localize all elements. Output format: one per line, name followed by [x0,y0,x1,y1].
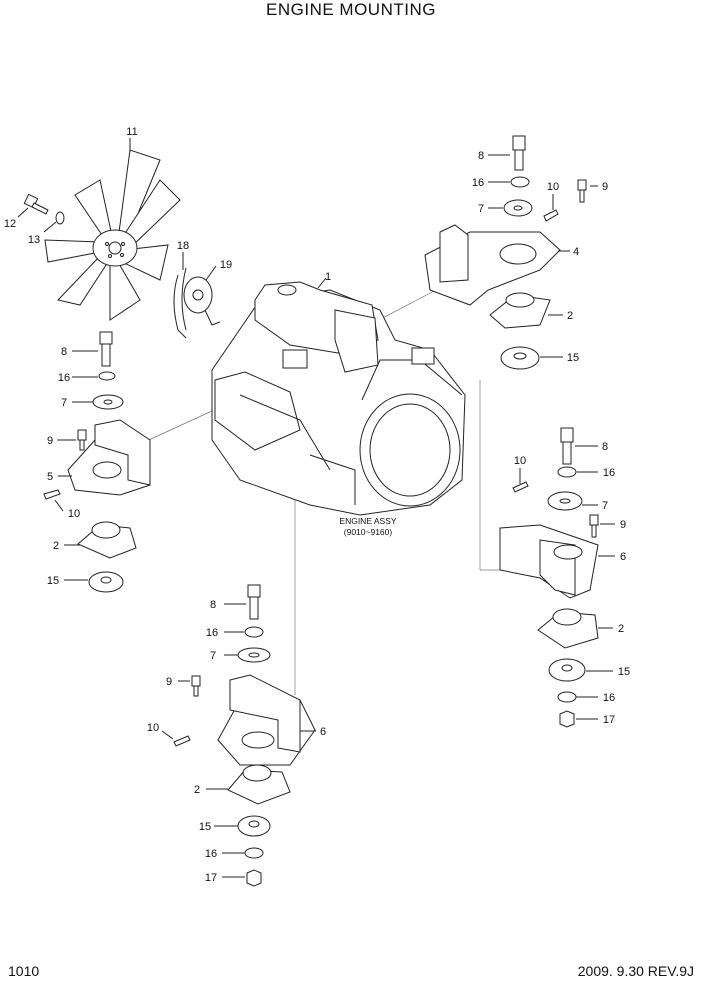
callout-10-lr: 10 [514,455,526,467]
callout-10-ur: 10 [547,181,559,193]
fan-bolt [17,193,49,218]
callout-2-l: 2 [53,540,59,552]
leader-lines [139,279,505,695]
callout-16-lr2: 16 [603,692,615,704]
fan-washer [43,211,65,233]
callout-7-lr: 7 [602,500,608,512]
left-mount [43,331,151,593]
belt-pulley [173,252,221,339]
callout-16-b2: 16 [205,848,217,860]
engine-assy-range: (9010~9160) [344,527,393,537]
callout-10-l: 10 [68,508,80,520]
callout-6-b: 6 [320,726,326,738]
callout-16-b: 16 [206,627,218,639]
callout-6-lr: 6 [620,551,626,563]
callout-15-ur: 15 [567,352,579,364]
callout-12: 12 [4,218,16,230]
callout-7-b: 7 [210,650,216,662]
callout-15-b: 15 [199,821,211,833]
callout-8-ur: 8 [478,150,484,162]
lower-right-mount [499,427,615,728]
callout-18: 18 [177,240,189,252]
page-number: 1010 [8,963,40,979]
callout-10-b: 10 [147,722,159,734]
callout-11: 11 [126,126,137,138]
callout-15-lr: 15 [618,666,630,678]
callout-15-l: 15 [47,575,59,587]
callout-2-ur: 2 [567,310,573,322]
callout-17-b: 17 [205,872,217,884]
callout-5: 5 [47,471,53,483]
callout-9-b: 9 [166,676,172,688]
callout-17-lr: 17 [603,714,615,726]
callout-9-lr: 9 [620,519,626,531]
callout-13: 13 [28,234,40,246]
callout-7-l: 7 [61,397,67,409]
callout-19: 19 [220,259,232,271]
callout-1: 1 [325,271,331,283]
callout-9-l: 9 [47,435,53,447]
callout-16-lr: 16 [603,467,615,479]
callout-7-ur: 7 [478,203,484,215]
callout-16-l: 16 [58,372,70,384]
page-title: ENGINE MOUNTING [266,0,436,19]
revision-date: 2009. 9.30 REV.9J [577,963,694,979]
callout-9-ur: 9 [602,181,608,193]
cooling-fan [44,138,181,321]
callout-8-b: 8 [210,599,216,611]
callout-8-lr: 8 [602,441,608,453]
callout-8-l: 8 [61,346,67,358]
upper-right-mount [424,135,598,370]
bottom-mount [161,584,316,887]
engine-assembly [211,277,466,516]
engine-assy-label: ENGINE ASSY [339,516,396,526]
callout-4: 4 [573,246,579,258]
callouts: 11 12 13 18 19 1 8 16 7 10 9 4 2 15 8 16… [4,126,630,884]
callout-2-b: 2 [194,784,200,796]
callout-16-ur: 16 [472,177,484,189]
callout-2-lr: 2 [618,623,624,635]
